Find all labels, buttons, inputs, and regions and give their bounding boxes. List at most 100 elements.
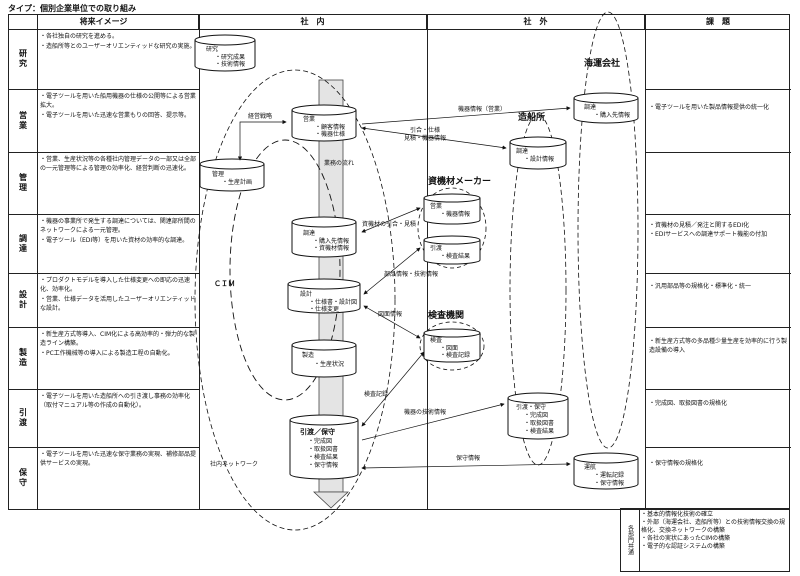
shipyard-ellipse <box>509 114 567 466</box>
svg-text:検査記録: 検査記録 <box>364 390 388 398</box>
arrow-quote <box>361 126 507 150</box>
svg-text:・資機材情報: ・資機材情報 <box>313 244 349 252</box>
row-text-delivery: ・電子ツールを用いた造船所への引き渡し事務の効率化（取付マニュアル等の作成の自動… <box>40 393 191 409</box>
db-maker-sales: 営業 ・機器情報 <box>423 193 481 225</box>
row-text-research: ・各社独自の研究を進める。・造船所等とのユーザーオリエンティッドな研究の実施。 <box>40 33 196 50</box>
divider <box>9 214 199 215</box>
divider <box>37 15 38 509</box>
arrow-parts-info <box>363 247 421 295</box>
cim-label: ＣＩＭ <box>214 279 235 288</box>
db-manufacturing-title: 製造 <box>302 351 314 359</box>
maker-ellipse <box>417 187 487 269</box>
issue-manufacturing: ・新生産方式等の多品種少量生産を効率的に行う製造設備の導入 <box>649 338 788 354</box>
shipping-title: 海運会社 <box>584 57 620 69</box>
svg-text:保守情報: 保守情報 <box>456 454 480 462</box>
arrow-equip-info <box>361 106 571 125</box>
svg-text:・検査結果: ・検査結果 <box>440 252 470 260</box>
db-shipping-procure: 調達 ・購入先情報 <box>573 92 639 124</box>
arrow-maint-info <box>361 461 571 471</box>
header-external: 社 外 <box>427 15 645 29</box>
shipping-ellipse <box>577 11 639 449</box>
issue-sales: ・電子ツールを用いた製品情報提供の統一化 <box>649 104 770 111</box>
divider <box>645 327 791 328</box>
divider <box>9 152 199 153</box>
divider <box>9 447 199 448</box>
arrow-strategy <box>237 119 287 161</box>
divider <box>9 327 199 328</box>
divider <box>9 29 789 30</box>
db-design: 設計 ・仕様書・設計図 ・仕様変更 <box>287 278 361 314</box>
svg-text:資機材の引合・見積: 資機材の引合・見積 <box>362 220 416 228</box>
svg-text:・保守情報: ・保守情報 <box>594 479 624 487</box>
svg-text:・完成図: ・完成図 <box>524 411 548 419</box>
row-text-procurement: ・機器の事業所で発生する調達については、関連部所間のネットワークによる一元管理。… <box>40 218 196 244</box>
svg-text:・機器情報: ・機器情報 <box>440 210 470 218</box>
db-delivery-maintenance: 引渡／保守 ・完成図 ・取扱図書 ・検査結果 ・保守情報 <box>289 414 359 480</box>
flow-label: 業務の流れ <box>324 159 354 167</box>
db-shipyard-procure: 調達 ・設計情報 <box>509 136 567 170</box>
svg-text:・設計情報: ・設計情報 <box>524 155 554 163</box>
svg-text:図面情報: 図面情報 <box>378 310 402 318</box>
svg-text:引渡・保守: 引渡・保守 <box>516 403 546 411</box>
row-label-management: 管理 <box>18 173 28 193</box>
divider <box>645 389 791 390</box>
svg-text:見積・機器情報: 見積・機器情報 <box>404 134 446 142</box>
divider <box>645 15 646 509</box>
row-label-design: 設計 <box>18 290 28 310</box>
arrow-tech-info <box>361 402 505 441</box>
svg-text:検査: 検査 <box>430 336 442 344</box>
svg-text:・仕様変更: ・仕様変更 <box>309 305 339 313</box>
row-text-sales: ・電子ツールを用いた船用機器の仕様の公開等による営業拡大。・電子ツールを用いた迅… <box>40 93 196 119</box>
arrow-strategy-label: 経営戦略 <box>248 112 272 120</box>
row-text-manufacturing: ・新生産方式等導入、CIM化による高効率的・弾力的な製造ライン構築。・PC工作機… <box>40 331 195 357</box>
divider <box>9 389 199 390</box>
svg-text:運航: 運航 <box>584 463 596 471</box>
db-design-title: 設計 <box>300 290 312 298</box>
db-management-title: 管理 <box>212 170 224 178</box>
db-maker-delivery: 引渡 ・検査結果 <box>423 235 481 265</box>
svg-text:・購入先情報: ・購入先情報 <box>594 111 630 119</box>
svg-text:・技術情報: ・技術情報 <box>215 60 245 68</box>
db-shipyard-delivery: 引渡・保守 ・完成図 ・取扱図書 ・検査結果 <box>507 392 569 440</box>
svg-text:・完成図: ・完成図 <box>308 437 332 445</box>
arrow-inspect-record <box>361 351 425 427</box>
row-text-management: ・営業、生産状況等の各種社内管理データの一部又は全部の一元管理等による管理の効率… <box>40 156 197 172</box>
divider <box>9 273 199 274</box>
shipyard-title: 造船所 <box>518 111 545 123</box>
divider <box>645 273 791 274</box>
inspect-ellipse <box>419 321 485 371</box>
page-title: タイプ：個別企業単位での取り組み <box>8 4 136 13</box>
row-text-design: ・プロダクトモデルを導入した仕様変更への即応の迅速化、効率化。・営業、仕様データ… <box>40 277 196 312</box>
svg-text:・検査記録: ・検査記録 <box>440 351 470 359</box>
db-procurement-title: 調達 <box>303 229 315 237</box>
arrow-material-quote <box>361 207 421 233</box>
network-label: 社内ネットワーク <box>210 460 258 468</box>
svg-text:機器情報（営業）: 機器情報（営業） <box>458 105 506 113</box>
common-issues-label: 各部門共通 <box>621 509 640 571</box>
svg-text:引渡: 引渡 <box>430 244 442 252</box>
db-research: 研究 ・研究成果 ・技術情報 <box>194 34 256 72</box>
header-image: 将来イメージ <box>9 15 199 29</box>
svg-text:・仕様書・設計図: ・仕様書・設計図 <box>309 298 357 306</box>
row-label-manufacturing: 製造 <box>18 348 28 368</box>
svg-text:・生産状況: ・生産状況 <box>314 360 344 368</box>
row-label-maintenance: 保守 <box>18 468 28 488</box>
svg-text:・機器仕様: ・機器仕様 <box>315 130 345 138</box>
issue-maintenance: ・保守情報の規格化 <box>649 460 704 467</box>
db-manufacturing: 製造 ・生産状況 <box>291 339 357 378</box>
svg-text:・取扱図書: ・取扱図書 <box>524 419 554 427</box>
divider <box>199 15 200 509</box>
db-delivery-title: 引渡／保守 <box>300 427 335 436</box>
db-sales: 営業 ・顧客情報 ・機器仕様 <box>291 104 357 142</box>
row-label-delivery: 引渡 <box>18 408 28 428</box>
svg-text:・取扱図書: ・取扱図書 <box>308 445 338 453</box>
svg-text:・顧客情報: ・顧客情報 <box>315 123 345 131</box>
row-text-maintenance: ・電子ツールを用いた迅速な保守業務の実現、補修部品提供サービスの実現。 <box>40 451 197 467</box>
svg-text:・生産計画: ・生産計画 <box>222 178 252 186</box>
issue-procurement: ・資機材の見積／発注と関するEDI化・EDIサービスへの調達サポート機能の付加 <box>649 222 768 238</box>
maker-title: 資機材メーカー <box>428 175 491 187</box>
svg-text:機器の技術情報: 機器の技術情報 <box>404 408 446 416</box>
divider <box>9 89 199 90</box>
issue-design: ・汎用部品等の規格化・標準化・統一 <box>649 283 752 290</box>
common-issues-box: 各部門共通 ・基本的情報化技術の確立 ・外部（海運会社、造船所等）との技術情報交… <box>620 508 790 572</box>
